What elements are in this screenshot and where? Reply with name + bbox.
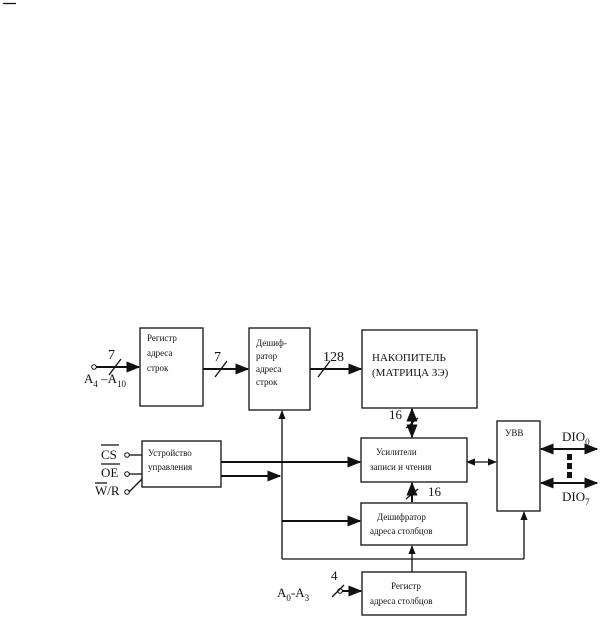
row-address-decoder: Дешиф- ратор адреса строк — [248, 327, 311, 411]
svg-text:CS: CS — [101, 447, 117, 462]
column-address-label: A0-A3 — [277, 585, 310, 603]
svg-text:Регистр: Регистр — [147, 333, 177, 343]
decoder-to-memory-bus: 128 — [310, 350, 363, 378]
row-address-label: A4 –A10 — [84, 371, 127, 389]
coldec-to-amplifier-bus: 16 — [405, 481, 442, 502]
io-unit: УВВ — [496, 420, 541, 512]
row-reg-to-decoder-bus: 7 — [203, 350, 250, 378]
svg-text:16: 16 — [428, 484, 442, 499]
svg-text:7: 7 — [108, 348, 115, 363]
svg-text:OE: OE — [101, 465, 118, 480]
svg-text:адреса столбцов: адреса столбцов — [370, 596, 432, 606]
dio-dashes — [567, 454, 572, 478]
svg-text:(МАТРИЦА ЗЭ): (МАТРИЦА ЗЭ) — [372, 367, 449, 379]
cs-input: CS — [101, 444, 142, 462]
enable-bus — [278, 410, 528, 560]
svg-text:НАКОПИТЕЛЬ: НАКОПИТЕЛЬ — [372, 352, 446, 364]
control-unit: Устройство управления — [141, 440, 222, 488]
column-address-register: Регистр адреса столбцов — [361, 571, 467, 616]
row-address-register: Регистр адреса строк — [139, 327, 204, 407]
column-address-input-bus: 4 — [331, 568, 363, 598]
svg-text:УВВ: УВВ — [505, 428, 523, 438]
svg-text:Дешиф-: Дешиф- — [256, 338, 287, 348]
svg-text:записи и чтения: записи и чтения — [370, 462, 431, 472]
svg-text:Усилители: Усилители — [376, 447, 417, 457]
wr-input: W/R — [95, 478, 143, 498]
svg-text:128: 128 — [323, 350, 344, 365]
svg-text:7: 7 — [214, 350, 221, 365]
row-address-input-bus: 7 — [91, 348, 141, 376]
svg-text:ратор: ратор — [256, 351, 278, 361]
svg-text:Регистр: Регистр — [391, 581, 421, 591]
svg-text:строк: строк — [147, 363, 169, 373]
dio7-line: DIO7 — [539, 477, 599, 507]
read-write-amplifiers: Усилители записи и чтения — [360, 437, 468, 483]
svg-text:A0-A3: A0-A3 — [277, 585, 310, 603]
svg-text:адреса: адреса — [147, 348, 172, 358]
svg-text:4: 4 — [331, 568, 338, 583]
svg-text:16: 16 — [389, 407, 403, 422]
svg-text:W/R: W/R — [95, 483, 120, 498]
svg-text:A4 –A10: A4 –A10 — [84, 371, 127, 389]
column-address-decoder: Дешифратор адреса столбцов — [360, 502, 468, 546]
svg-text:управления: управления — [148, 462, 192, 472]
svg-text:Устройство: Устройство — [148, 448, 192, 458]
oe-input: OE — [101, 463, 142, 480]
svg-text:адреса: адреса — [256, 364, 281, 374]
svg-text:строк: строк — [256, 377, 278, 387]
memory-array: НАКОПИТЕЛЬ (МАТРИЦА ЗЭ) — [361, 329, 478, 409]
svg-text:Дешифратор: Дешифратор — [377, 512, 426, 522]
svg-text:адреса столбцов: адреса столбцов — [370, 526, 432, 536]
svg-text:DIO0: DIO0 — [562, 429, 590, 447]
memory-amplifier-bus: 16 — [389, 407, 419, 439]
svg-text:DIO7: DIO7 — [562, 489, 590, 507]
dio0-line: DIO0 — [539, 429, 599, 455]
